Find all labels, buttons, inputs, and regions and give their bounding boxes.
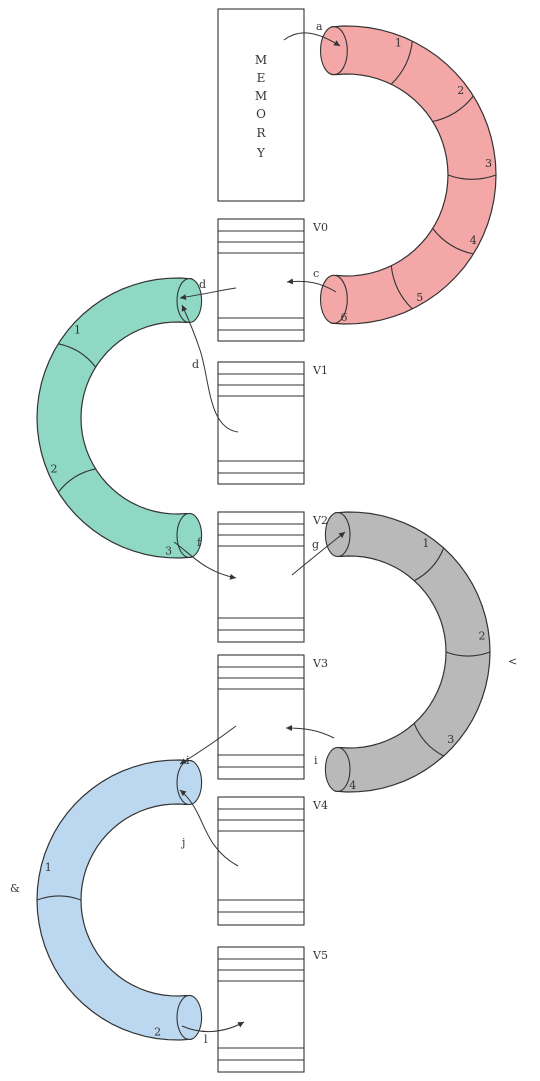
arrow-label-i-in: i [314, 754, 318, 767]
pipeline-stage-label: 3 [447, 733, 454, 746]
memory-block: M E M O R Y [218, 9, 304, 201]
register-v1: V1 [218, 362, 328, 484]
register-label: V4 [312, 799, 328, 812]
pipeline-3: 1 2 3 4 [325, 512, 490, 792]
pipeline-stage-label: 1 [422, 537, 429, 550]
arrow-label-i-out: i [186, 754, 190, 767]
memory-letter: Y [256, 146, 266, 160]
register-label: V5 [312, 949, 328, 962]
register-v5: V5 [218, 947, 328, 1072]
memory-letter: O [256, 107, 266, 121]
pipeline-stage-label: 2 [154, 1026, 161, 1039]
register-label: V2 [312, 514, 328, 527]
pipeline-2: 1 2 3 [37, 278, 202, 558]
pipeline-input-cap [177, 761, 202, 805]
pipeline-input-cap [321, 27, 348, 75]
arrow-label-side: < [508, 655, 517, 668]
pipeline-stage-label: 3 [165, 545, 172, 558]
pipeline-body [37, 760, 192, 1040]
register-label: V0 [312, 221, 328, 234]
pipeline-output-cap [325, 747, 350, 791]
pipeline-stage-label: 3 [485, 157, 492, 170]
register-label: V1 [312, 364, 328, 377]
pipeline-stage-label: 1 [45, 861, 52, 874]
pipeline-input-cap [177, 279, 202, 323]
register-v3: V3 [218, 655, 328, 779]
register-label: V3 [312, 657, 328, 670]
pipeline-4: 12 [37, 760, 202, 1040]
memory-letter: E [257, 71, 266, 85]
pipeline-stage-label: 2 [51, 463, 58, 476]
register-v0: V0 [218, 219, 328, 341]
register-v4: V4 [218, 797, 328, 925]
pipeline-1: 1 2 3 4 5 6 [321, 26, 497, 324]
arrow-label-k: & [10, 882, 20, 895]
pipeline-stage-label: 1 [395, 37, 402, 50]
pipeline-stage-label: 4 [470, 234, 477, 247]
pipeline-body [331, 26, 496, 324]
pipeline-stage-label: 4 [349, 779, 356, 792]
memory-letter: R [256, 126, 266, 140]
register-v2: V2 [218, 512, 328, 642]
arrow-label-c: c [313, 267, 319, 280]
arrow-label-d: d [199, 278, 206, 291]
pipeline-input-cap [325, 513, 350, 557]
pipeline-output-cap [177, 995, 202, 1039]
pipeline-body [37, 278, 192, 558]
pipeline-stage-label: 2 [457, 84, 464, 97]
pipeline-stage-label: 6 [341, 311, 348, 324]
pipeline-stage-label: 5 [416, 291, 423, 304]
pipeline-stage-label: 1 [74, 324, 81, 337]
arrow-label-l: l [204, 1033, 208, 1046]
arrow-label-a: a [316, 20, 323, 33]
pipeline-stage-label: 2 [479, 629, 486, 642]
arrow-label-e: d [192, 358, 199, 371]
arrow-label-g: g [312, 538, 319, 551]
arrow-label-j: j [180, 836, 185, 849]
memory-letter: M [255, 53, 267, 67]
memory-letter: M [255, 89, 267, 103]
pipeline-body [335, 512, 490, 792]
